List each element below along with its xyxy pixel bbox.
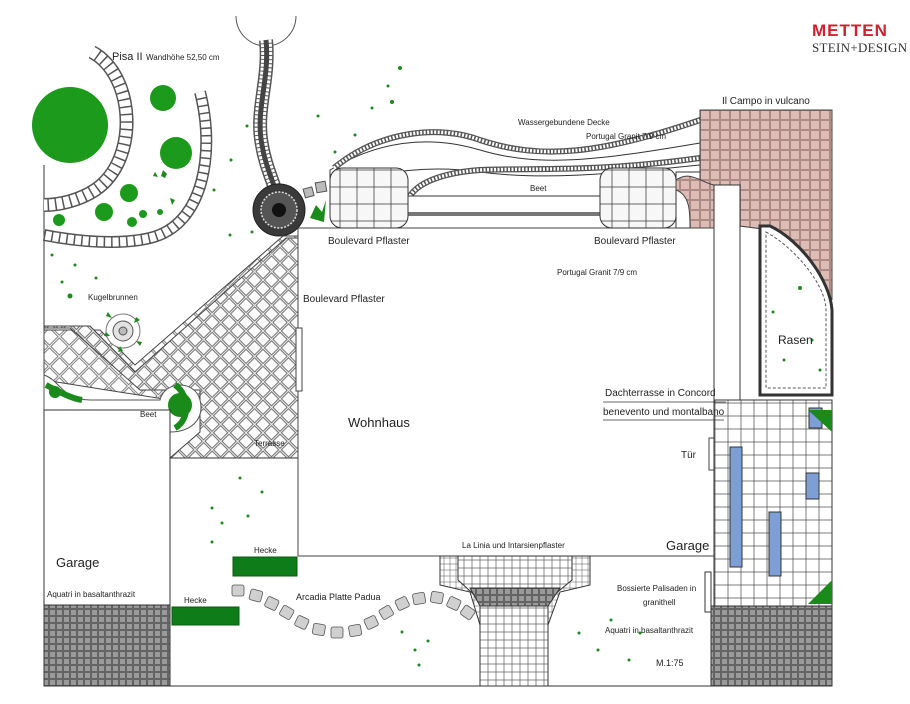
boulevard-square-left bbox=[329, 167, 409, 229]
aquatri-right-label: Aquatri in basaltanthrazit bbox=[605, 626, 694, 635]
tree bbox=[160, 137, 192, 169]
portugal-mid-label: Portugal Granit 7/9 cm bbox=[557, 268, 638, 277]
dachterrasse-label: Dachterrasse in Concord bbox=[605, 388, 716, 399]
boulevard-right-label: Boulevard Pflaster bbox=[594, 236, 676, 247]
scattered-plants bbox=[50, 66, 822, 667]
beet-top-strip bbox=[407, 195, 605, 214]
rasen-label: Rasen bbox=[778, 333, 813, 347]
wandhoehe-label: Wandhöhe 52,50 cm bbox=[146, 53, 220, 62]
scale-label: M.1:75 bbox=[656, 658, 684, 668]
pisa-label: Pisa II bbox=[112, 51, 143, 63]
side-walkway bbox=[713, 184, 741, 401]
aquatri-left-label: Aquatri in basaltanthrazit bbox=[47, 590, 136, 599]
beet-top-label: Beet bbox=[530, 184, 547, 193]
kugelbrunnen-label: Kugelbrunnen bbox=[88, 293, 138, 302]
hecke-lower-label: Hecke bbox=[184, 596, 207, 605]
tree-large bbox=[32, 87, 108, 163]
wohnhaus-outline bbox=[297, 227, 715, 557]
bossierte-label-1: Bossierte Palisaden in bbox=[617, 584, 697, 593]
boulevard-square-right bbox=[599, 167, 677, 229]
benevento-label: benevento und montalbano bbox=[603, 407, 725, 418]
portugal-top-label: Portugal Granit 7/9 cm bbox=[586, 132, 667, 141]
arcadia-stepping-stones bbox=[231, 584, 476, 639]
il-campo-label: Il Campo in vulcano bbox=[722, 96, 810, 107]
tuer-label: Tür bbox=[681, 450, 696, 461]
tree bbox=[120, 184, 138, 202]
tree bbox=[150, 85, 176, 111]
hecke-lower bbox=[171, 606, 240, 626]
hecke-upper bbox=[232, 556, 298, 577]
logo-wordmark: METTEN bbox=[812, 21, 888, 40]
boulevard-mid-label: Boulevard Pflaster bbox=[303, 294, 385, 305]
beet-left-label: Beet bbox=[140, 410, 157, 419]
boulevard-left-label: Boulevard Pflaster bbox=[328, 236, 410, 247]
metten-logo: METTEN STEIN+DESIGN bbox=[812, 21, 908, 62]
bossierte-label-2: granithell bbox=[643, 598, 676, 607]
garage-left-outline bbox=[43, 409, 171, 606]
garage-left-label: Garage bbox=[56, 555, 100, 570]
terrasse-label: Terrasse bbox=[254, 439, 285, 448]
garage-right-label: Garage bbox=[666, 538, 710, 553]
la-linia-label: La Linia und Intarsienpflaster bbox=[462, 541, 565, 550]
aquatri-right bbox=[710, 605, 833, 687]
hecke-upper-label: Hecke bbox=[254, 546, 277, 555]
tree bbox=[95, 203, 113, 221]
arcadia-label: Arcadia Platte Padua bbox=[296, 592, 381, 602]
aquatri-left bbox=[43, 604, 171, 687]
wassergebundene-label: Wassergebundene Decke bbox=[518, 118, 610, 127]
logo-tagline: STEIN+DESIGN bbox=[812, 40, 908, 55]
wohnhaus-label: Wohnhaus bbox=[348, 415, 410, 430]
